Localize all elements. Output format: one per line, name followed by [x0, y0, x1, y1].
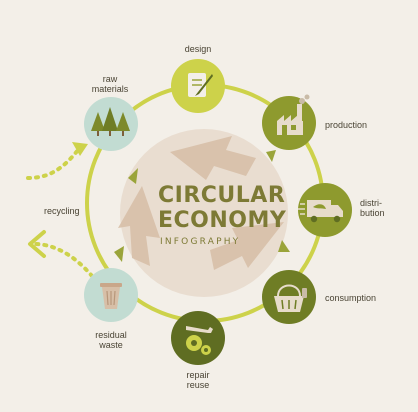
label-repair-reuse: repair reuse	[186, 370, 210, 390]
recycling-arrow-upper	[26, 148, 80, 180]
stage-consumption	[262, 270, 316, 324]
label-raw-materials: raw materials	[91, 74, 129, 94]
label-design: design	[184, 44, 212, 54]
wrench-gears-icon	[186, 326, 213, 355]
pencil-paper-icon	[188, 73, 213, 97]
recycling-arrowhead-upper	[72, 142, 88, 156]
label-recycling: recycling	[44, 206, 80, 216]
recycling-arrowhead-lower	[28, 230, 46, 258]
trash-can-icon	[100, 283, 122, 309]
recycle-arrow-right	[210, 222, 284, 270]
label-distribution: distri- bution	[360, 198, 385, 218]
label-residual-waste: residual waste	[95, 330, 127, 350]
title-line-2: ECONOMY	[158, 208, 287, 233]
delivery-truck-icon	[298, 200, 343, 223]
shopping-basket-icon	[274, 284, 307, 312]
stage-production	[262, 94, 316, 150]
recycle-arrow-top	[170, 136, 256, 180]
center-disc	[114, 129, 290, 297]
stage-raw-materials	[84, 97, 138, 151]
label-production: production	[325, 120, 368, 130]
stage-design	[171, 59, 225, 113]
pine-trees-icon	[91, 107, 130, 136]
title-line-1: CIRCULAR	[158, 183, 286, 208]
stage-distribution	[298, 183, 352, 237]
recycling-arrow-lower	[32, 242, 94, 278]
label-consumption: consumption	[325, 293, 377, 303]
recycle-arrow-left	[118, 186, 160, 266]
stage-residual-waste	[84, 268, 138, 322]
stage-repair	[171, 311, 225, 365]
factory-icon	[277, 94, 310, 135]
subtitle: INFOGRAPHY	[160, 237, 241, 247]
